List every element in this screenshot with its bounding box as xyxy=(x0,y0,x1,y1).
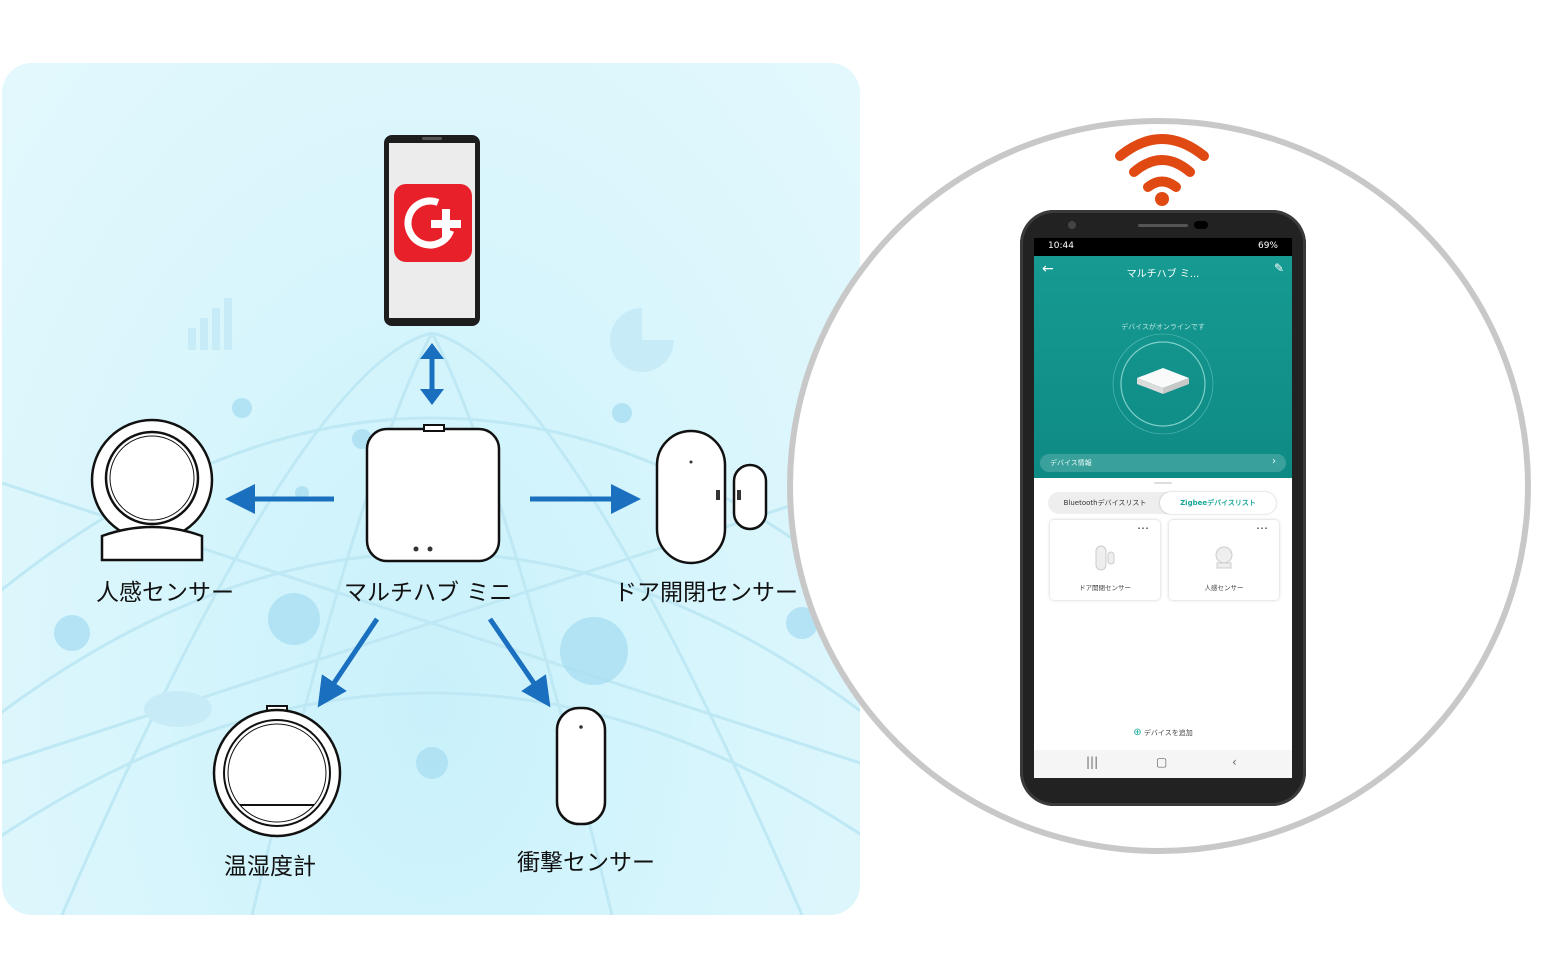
motion-sensor-icon xyxy=(1215,546,1233,569)
smartphone xyxy=(384,135,480,326)
thermo-label: 温湿度計 xyxy=(224,854,316,880)
tab-zigbee[interactable]: Zigbeeデバイスリスト xyxy=(1160,492,1276,514)
more-icon[interactable]: … xyxy=(1137,518,1150,532)
vibration-label: 衝撃センサー xyxy=(517,850,655,876)
home-icon[interactable]: ▢ xyxy=(1156,755,1168,769)
door-sensor-icon xyxy=(1095,545,1115,571)
door-sensor-label: ドア開閉センサー xyxy=(614,580,798,606)
connection-arrows xyxy=(225,343,641,708)
motion-sensor-device xyxy=(90,418,214,562)
status-time: 10:44 xyxy=(1048,241,1074,251)
back-arrow-icon[interactable]: ← xyxy=(1042,261,1054,277)
chevron-right-icon: › xyxy=(1272,456,1276,467)
hub-label: マルチハブ ミニ xyxy=(344,580,513,606)
edit-pencil-icon[interactable]: ✎ xyxy=(1273,261,1284,275)
device-info-label: デバイス情報 xyxy=(1050,459,1092,467)
android-nav-bar: ||| ▢ ‹ xyxy=(1034,750,1292,778)
screen-title: マルチハブ ミ... xyxy=(1126,269,1200,280)
hub-vibration-arrow xyxy=(487,617,551,708)
motion-sensor-label: 人感センサー xyxy=(96,580,234,606)
hub-header: ← マルチハブ ミ... ✎ デバイスがオンラインです デバイス情報 › xyxy=(1034,256,1292,478)
wifi-icon xyxy=(1115,134,1209,206)
device-card-door[interactable]: … ドア開閉センサー xyxy=(1050,518,1160,600)
door-sensor-device xyxy=(655,429,768,565)
app-bar: ← マルチハブ ミ... ✎ xyxy=(1034,256,1292,288)
more-icon[interactable]: … xyxy=(1256,518,1269,532)
hub-device xyxy=(365,424,501,563)
plus-circle-icon: ⊕ xyxy=(1133,727,1142,738)
nav-back-icon[interactable]: ‹ xyxy=(1232,755,1237,769)
vibration-sensor-device xyxy=(555,706,607,826)
tab-bluetooth[interactable]: Bluetoothデバイスリスト xyxy=(1063,499,1147,507)
device-info-row[interactable]: デバイス情報 › xyxy=(1040,454,1286,472)
status-battery: 69% xyxy=(1257,241,1278,251)
diagram-panel: 人感センサー マルチハブ ミニ ドア開閉センサー 温湿度計 衝撃センサー xyxy=(2,63,860,915)
online-status: デバイスがオンラインです xyxy=(1121,323,1205,331)
status-bar: 10:44 69% xyxy=(1034,238,1292,256)
recent-apps-icon[interactable]: ||| xyxy=(1086,755,1099,769)
thermo-hygrometer-device xyxy=(212,705,342,838)
device-card-motion[interactable]: … 人感センサー xyxy=(1169,518,1279,600)
hub-thermo-arrow xyxy=(317,617,380,708)
card-label-motion: 人感センサー xyxy=(1204,584,1244,592)
add-device-button[interactable]: ⊕ デバイスを追加 xyxy=(1034,718,1292,748)
hub-image xyxy=(1112,333,1214,435)
card-label-door: ドア開閉センサー xyxy=(1079,584,1131,592)
device-list-tabs: Bluetoothデバイスリスト Zigbeeデバイスリスト xyxy=(1048,492,1276,514)
add-device-label: デバイスを追加 xyxy=(1143,729,1193,737)
phone-screen: 10:44 69% ← マルチハブ ミ... ✎ デバイスがオンラインです デバ… xyxy=(1034,238,1292,778)
